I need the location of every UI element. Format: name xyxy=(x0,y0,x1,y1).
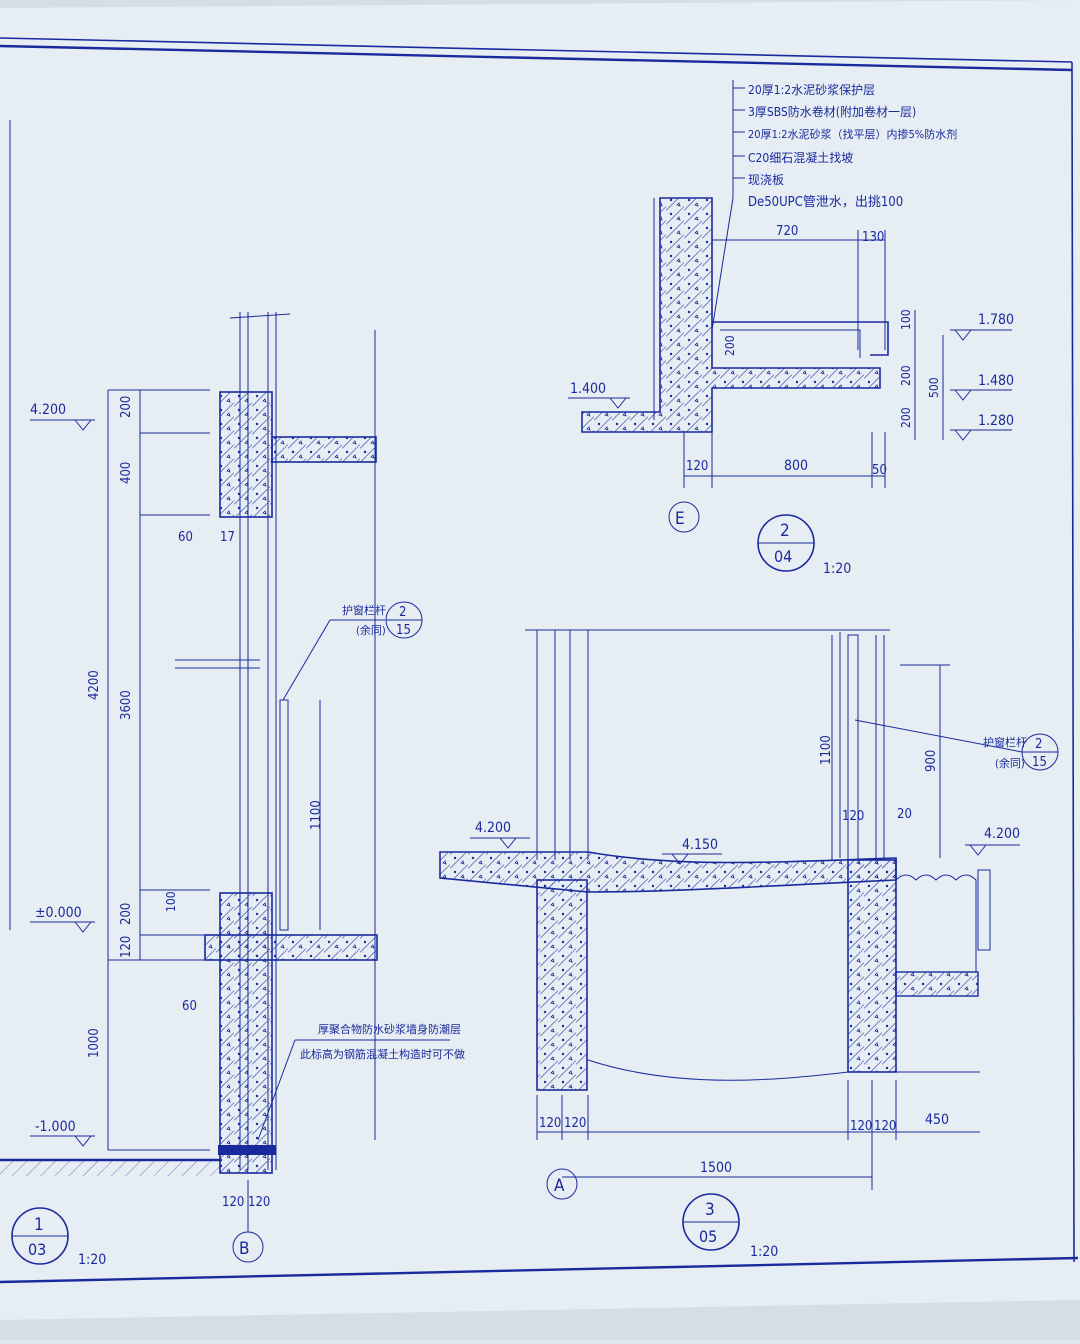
detail-3: 1100 900 120 20 护窗栏杆 (余同) 2 15 4.200 4.1… xyxy=(439,629,1059,1260)
dim-label: 120 xyxy=(686,459,708,474)
dim-label: 200 xyxy=(119,396,134,418)
waterproof-note-2: 此标高为钢筋混凝土构造时可不做 xyxy=(300,1047,465,1061)
dim-label: 450 xyxy=(925,1112,949,1128)
dim-label: 50 xyxy=(872,463,887,478)
dim-label: 60 xyxy=(182,999,197,1014)
dim-label: 120 xyxy=(850,1119,872,1134)
rail-note-sub: (余同) xyxy=(995,756,1025,770)
layer-5: 现浇板 xyxy=(748,173,784,187)
waterproof-note: 厚聚合物防水砂浆墙身防潮层 xyxy=(318,1022,461,1036)
elevation-label: 4.200 xyxy=(475,820,511,836)
detail-scale: 1:20 xyxy=(750,1244,778,1260)
detail-sheet: 04 xyxy=(774,547,792,566)
elevation-label: 1.480 xyxy=(978,373,1014,389)
frame-top xyxy=(0,37,1073,63)
ref-sheet: 15 xyxy=(1032,755,1047,770)
layer-6: De50UPC管泄水，出挑100 xyxy=(748,195,903,210)
detail-2: 20厚1:2水泥砂浆保护层 3厚SBS防水卷材(附加卷材一层) 20厚1:2水泥… xyxy=(568,80,1014,577)
detail-number: 3 xyxy=(705,1200,715,1220)
elevation-label: 1.280 xyxy=(978,413,1014,429)
dim-label: 1100 xyxy=(309,800,324,830)
layer-1: 20厚1:2水泥砂浆保护层 xyxy=(748,82,875,97)
elevation-label: 4.200 xyxy=(984,826,1020,842)
layer-4: C20细石混凝土找坡 xyxy=(748,150,853,165)
dim-label: 400 xyxy=(119,462,134,484)
detail-sheet: 03 xyxy=(28,1240,46,1259)
detail-scale: 1:20 xyxy=(78,1252,106,1268)
detail-sheet: 05 xyxy=(699,1227,717,1246)
dim-label: 60 xyxy=(178,530,193,545)
elevation-label: 1.780 xyxy=(978,312,1014,328)
dim-label: 200 xyxy=(899,407,913,428)
axis-label: E xyxy=(675,509,685,529)
axis-label: B xyxy=(239,1239,250,1259)
elevation-bottom: -1.000 xyxy=(35,1119,76,1135)
ref-number: 2 xyxy=(399,605,406,620)
axis-label: A xyxy=(554,1176,565,1196)
frame-bottom xyxy=(0,1256,1079,1284)
dim-label: 120 xyxy=(564,1116,586,1131)
dim-label: 200 xyxy=(119,903,134,925)
dim-label: 130 xyxy=(862,230,884,245)
frame-top-inner xyxy=(0,44,1073,72)
elevation-label: 4.150 xyxy=(682,837,718,853)
dim-label: 900 xyxy=(924,750,939,772)
layer-2: 3厚SBS防水卷材(附加卷材一层) xyxy=(748,104,916,119)
layer-3: 20厚1:2水泥砂浆（找平层）内掺5%防水剂 xyxy=(748,127,957,141)
dim-label: 200 xyxy=(899,365,913,386)
detail-number: 1 xyxy=(34,1215,44,1235)
dim-label: 17 xyxy=(220,530,235,545)
dim-label: 4200 xyxy=(87,670,102,700)
dim-label: 1500 xyxy=(700,1160,732,1176)
rail-note: 护窗栏杆 xyxy=(342,603,386,617)
frame-right xyxy=(1071,61,1075,1263)
dim-label: 120 xyxy=(842,809,864,824)
ref-number: 2 xyxy=(1035,737,1042,752)
ref-sheet: 15 xyxy=(396,623,411,638)
elevation-top: 4.200 xyxy=(30,402,66,418)
dim-label: 720 xyxy=(776,224,798,239)
dim-label: 120 xyxy=(222,1195,244,1210)
dim-label: 120 xyxy=(539,1116,561,1131)
elevation-label: 1.400 xyxy=(570,381,606,397)
dim-label: 20 xyxy=(897,807,912,822)
rail-note-sub: (余同) xyxy=(356,623,386,637)
detail-1: 4.200 ±0.000 -1.000 200 400 4200 3600 11… xyxy=(0,312,465,1268)
dim-label: 120 xyxy=(248,1195,270,1210)
dim-label: 100 xyxy=(899,309,913,330)
detail-number: 2 xyxy=(780,521,790,541)
detail-scale: 1:20 xyxy=(823,561,851,577)
dim-label: 800 xyxy=(784,458,808,474)
dim-label: 3600 xyxy=(119,690,134,720)
elevation-zero: ±0.000 xyxy=(35,905,82,921)
rail-note: 护窗栏杆 xyxy=(983,735,1027,749)
dim-label: 120 xyxy=(874,1119,896,1134)
dim-label: 120 xyxy=(119,936,134,958)
dim-label: 1000 xyxy=(87,1028,102,1058)
dim-label: 100 xyxy=(164,891,178,912)
dim-label: 1100 xyxy=(819,735,834,765)
dim-label: 500 xyxy=(927,377,941,398)
dim-label: 200 xyxy=(723,335,737,356)
